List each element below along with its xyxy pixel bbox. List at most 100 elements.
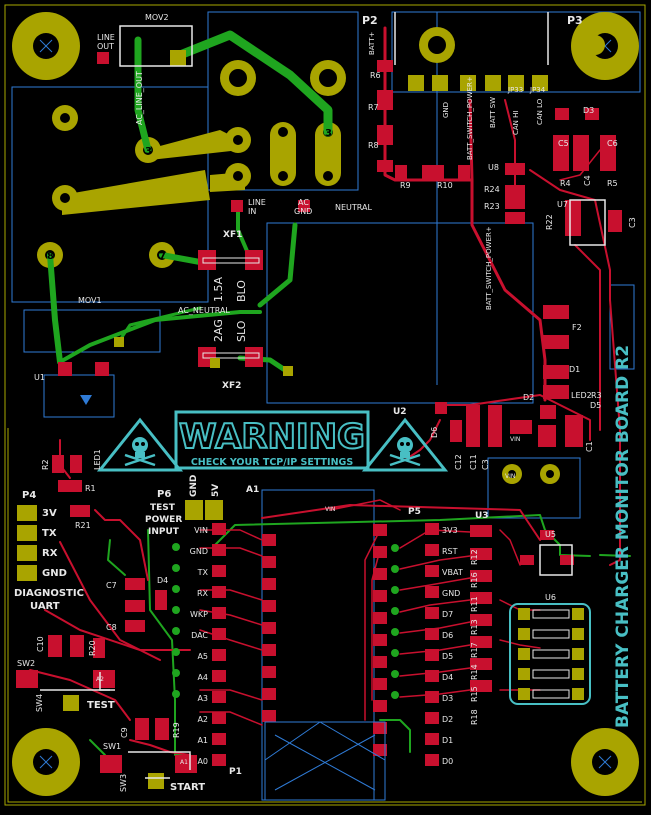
a1-pin-a3: A3 — [197, 694, 208, 703]
a1-pin-rx: RX — [197, 589, 209, 598]
svg-text:2: 2 — [62, 114, 69, 125]
ref-c6: C6 — [607, 139, 618, 148]
label-vin-u3: VIN — [505, 473, 515, 480]
warning-subtitle: CHECK YOUR TCP/IP SETTINGS — [191, 457, 353, 468]
diag-pin-rx: RX — [42, 548, 58, 559]
ref-xf1: XF1 — [223, 230, 242, 240]
ref-d6: D6 — [430, 427, 439, 438]
ref-r3: R3 — [591, 391, 602, 400]
a1-pin-d5: D5 — [442, 652, 453, 661]
ref-c9: C9 — [120, 727, 129, 738]
ref-r4: R4 — [560, 179, 571, 188]
ref-sw3: SW3 — [119, 774, 128, 792]
smd-pads — [16, 50, 622, 773]
ref-jp34: JP34 — [529, 86, 546, 94]
pad-drills — [45, 36, 554, 478]
ref-r2: R2 — [41, 459, 50, 470]
diag-pin-3v: 3V — [42, 508, 57, 519]
a1-pin-a4: A4 — [197, 673, 208, 682]
test-power-input-1: TEST — [150, 503, 176, 513]
label-neutral: NEUTRAL — [335, 203, 372, 212]
ref-r21: R21 — [75, 521, 91, 530]
ref-d3: D3 — [583, 106, 594, 115]
label-ac-gnd-1: AC — [298, 198, 309, 207]
test-power-input-2: POWER — [145, 515, 182, 525]
ref-sw2: SW2 — [17, 659, 35, 668]
label-line-in-1: LINE — [248, 198, 266, 207]
ref-r8: R8 — [368, 141, 379, 150]
ref-r17: R17 — [470, 642, 479, 658]
skull-crossbones-icon — [124, 437, 156, 467]
label-vin-small: VIN — [510, 436, 520, 443]
a1-pin-d3: D3 — [442, 694, 453, 703]
ref-r13: R13 — [470, 619, 479, 635]
svg-text:5: 5 — [280, 172, 287, 183]
a1-pin-gnd: GND — [190, 547, 208, 556]
ref-r11: R11 — [470, 596, 479, 612]
ref-p1: P1 — [229, 767, 242, 777]
mounting-hole — [571, 728, 639, 796]
ref-u8: U8 — [488, 163, 499, 172]
ref-p2: P2 — [362, 14, 378, 27]
skull-eyes — [135, 442, 410, 446]
fuse-holder — [198, 250, 263, 367]
label-can-lo: CAN LO — [536, 98, 544, 125]
ref-c3-top: C3 — [628, 217, 637, 228]
warning-triangle-left — [96, 417, 184, 472]
a1-pin-dac: DAC — [191, 631, 208, 640]
mounting-hole — [12, 12, 80, 80]
ref-xf2: XF2 — [222, 381, 241, 391]
ref-c8: C8 — [106, 623, 117, 632]
a1-pin-wkp: WKP — [190, 610, 208, 619]
a1-via-pads — [172, 543, 399, 699]
test-power-pin-5v: 5V — [211, 484, 221, 497]
a1-pin-d0: D0 — [442, 757, 453, 766]
ref-r16: R16 — [470, 572, 479, 588]
a1-pin-d2: D2 — [442, 715, 453, 724]
warning-triangle-right — [361, 417, 449, 472]
a1-pin-vin: VIN — [194, 526, 208, 535]
test-power-input-3: INPUT — [148, 527, 180, 537]
ref-u6: U6 — [545, 593, 556, 602]
svg-text:1: 1 — [235, 136, 242, 147]
skull-crossbones-icon — [389, 437, 421, 467]
label-line-in-2: IN — [248, 207, 256, 216]
a1-pin-d7: D7 — [442, 610, 453, 619]
a1-pin-d6: D6 — [442, 631, 453, 640]
svg-text:3: 3 — [325, 128, 332, 139]
ref-c10: C10 — [36, 636, 45, 652]
ref-mov1: MOV1 — [78, 296, 102, 305]
silkscreen-outlines — [40, 12, 606, 779]
label-line-out-1: LINE — [97, 33, 115, 42]
ref-f2: F2 — [572, 323, 582, 332]
ref-r15: R15 — [470, 686, 479, 702]
ref-r6: R6 — [370, 71, 381, 80]
ref-u7: U7 — [557, 200, 568, 209]
ref-c7: C7 — [106, 581, 117, 590]
board-title: BATTERY CHARGER MONITOR BOARD R2 — [613, 345, 633, 728]
svg-text:4: 4 — [235, 172, 242, 183]
diag-pin-gnd: GND — [42, 568, 67, 579]
warning-frame — [174, 410, 370, 470]
a1-pin-vbat: VBAT — [442, 568, 463, 577]
label-batt-switch-power: BATT_SWITCH_POWER+ — [466, 76, 474, 160]
a1-module-pads — [172, 523, 439, 801]
ref-c12: C12 — [454, 454, 463, 470]
ref-r7: R7 — [368, 103, 379, 112]
svg-text:7: 7 — [159, 251, 166, 262]
a1-right-pin-labels: 3V3 RST VBAT GND D7 D6 D5 D4 D3 D2 D1 D0 — [442, 526, 463, 766]
svg-text:3: 3 — [145, 146, 152, 157]
ref-mov2: MOV2 — [145, 13, 169, 22]
warning-sign: WARNING CHECK YOUR TCP/IP SETTINGS — [96, 410, 449, 472]
ref-r14: R14 — [470, 664, 479, 680]
label-batt-plus: BATT+ — [368, 32, 376, 55]
label-can-hi: CAN HI — [512, 111, 520, 135]
ref-c4: C4 — [583, 175, 592, 186]
label-a2: A2 — [96, 676, 104, 683]
warning-title: WARNING — [179, 417, 365, 457]
ref-sw4: SW4 — [35, 694, 44, 712]
ref-r1: R1 — [85, 484, 96, 493]
svg-text:2: 2 — [280, 128, 287, 139]
ref-d1: D1 — [569, 365, 580, 374]
